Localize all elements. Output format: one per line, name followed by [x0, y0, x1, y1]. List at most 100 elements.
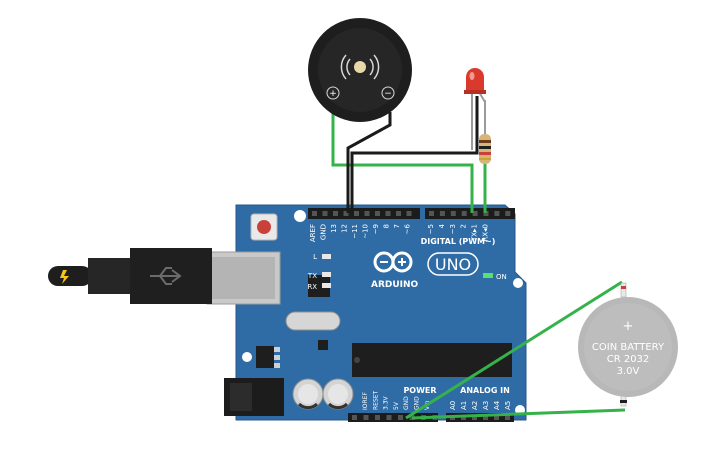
capacitor	[292, 378, 324, 410]
header-pin-hole	[450, 211, 456, 216]
wire-battery-positive	[405, 280, 623, 420]
power-pin-gnd: GND	[403, 396, 410, 410]
battery-label-line1: COIN BATTERY	[592, 342, 665, 353]
header-pin-hole	[375, 211, 380, 216]
svg-text:+: +	[329, 89, 337, 99]
mounting-hole	[513, 278, 523, 288]
header-pin-hole	[333, 211, 338, 216]
uno-badge: UNO	[427, 252, 479, 276]
header-pin-hole	[312, 211, 317, 216]
header-pin-hole	[505, 211, 511, 216]
digital-pin-3: ~3	[449, 224, 457, 234]
header-pin-hole	[375, 415, 380, 420]
digital-pin-4: 4	[438, 223, 446, 228]
buzzer-minus-terminal	[381, 86, 395, 100]
digital-pin-8: 8	[383, 224, 391, 228]
onboard-led-tx: TX	[307, 272, 331, 280]
digital-pin-11: ~11	[351, 224, 359, 239]
usb-port	[206, 251, 281, 305]
usb-controller-chip	[308, 275, 330, 297]
analog-pin-a3: A3	[482, 401, 490, 410]
analog-pin-a5: A5	[504, 401, 512, 410]
wire-buzzer-positive	[331, 112, 474, 213]
brand-label: ARDUINO	[371, 280, 419, 290]
analog-pin-a0: A0	[449, 401, 457, 410]
power-header-title: POWER	[403, 386, 436, 395]
digital-pin-rx0: RX◂0	[482, 224, 490, 242]
svg-text:RX: RX	[307, 283, 317, 291]
power-pin-ioref: IOREF	[362, 392, 369, 410]
piezo-buzzer[interactable]: + −	[308, 18, 412, 122]
header-pin-hole	[343, 211, 349, 216]
battery-label-line2: CR 2032	[607, 354, 650, 365]
onboard-led-rx: RX	[307, 283, 331, 291]
buzzer-plus-terminal	[326, 86, 340, 100]
power-pin-5v: 5V	[393, 401, 400, 410]
onboard-led-l: L	[313, 253, 331, 261]
digital-header	[308, 208, 515, 219]
header-pin-hole	[354, 211, 359, 216]
header-pin-hole	[385, 211, 391, 216]
analog-header-title: ANALOG IN	[460, 386, 510, 395]
digital-pin-7: 7	[393, 224, 401, 228]
lightning-icon	[60, 270, 69, 284]
coin-battery[interactable]: + COIN BATTERY CR 2032 3.0V	[578, 282, 678, 407]
mounting-hole	[242, 352, 252, 362]
header-pin-hole	[472, 211, 478, 216]
header-pin-hole	[505, 415, 510, 420]
header-pin-hole	[429, 211, 434, 216]
red-led[interactable]	[464, 68, 486, 150]
digital-pin-13: 13	[330, 224, 338, 233]
wire-battery-negative	[411, 408, 626, 420]
digital-pin-tx1: TX▸1	[471, 224, 479, 242]
reset-button[interactable]	[250, 213, 278, 241]
svg-text:ON: ON	[496, 273, 507, 281]
header-pin-hole	[386, 415, 392, 420]
mounting-hole	[294, 210, 306, 222]
digital-header-title: DIGITAL (PWM~)	[421, 237, 496, 246]
header-pin-hole	[494, 211, 500, 216]
wire-buzzer-ground	[346, 112, 392, 213]
digital-pin-10: ~10	[362, 224, 370, 239]
digital-pin-9: ~9	[372, 224, 380, 234]
usb-cable	[48, 248, 212, 304]
header-pin-hole	[396, 211, 401, 216]
analog-pin-a1: A1	[460, 401, 468, 410]
header-pin-hole	[461, 211, 467, 216]
crystal-oscillator	[285, 311, 341, 331]
svg-text:−: −	[384, 89, 392, 99]
voltage-regulator	[256, 346, 280, 368]
svg-text:L: L	[313, 253, 317, 261]
wires	[331, 96, 626, 420]
battery-polarity: +	[623, 319, 634, 334]
digital-pin-6: ~6	[404, 223, 412, 234]
atmega-microcontroller	[352, 343, 512, 377]
digital-pin-12: 12	[341, 224, 349, 233]
capacitor	[322, 378, 354, 410]
header-pin-hole	[483, 211, 489, 216]
digital-pin-aref: AREF	[309, 224, 317, 242]
header-pin-hole	[494, 415, 499, 420]
arduino-uno-board[interactable]: L TX RX ON ARDUINO UNO	[206, 204, 527, 422]
header-pin-hole	[483, 415, 488, 420]
resistor[interactable]	[479, 100, 491, 164]
digital-pin-gnd: GND	[320, 224, 328, 240]
svg-text:TX: TX	[307, 272, 317, 280]
header-pin-hole	[363, 415, 369, 420]
header-pin-hole	[406, 211, 412, 216]
small-chip	[318, 340, 328, 350]
digital-pin-5: ~5	[427, 224, 435, 234]
battery-label-line3: 3.0V	[617, 366, 640, 377]
analog-pin-a4: A4	[493, 400, 501, 410]
svg-text:UNO: UNO	[435, 255, 471, 274]
power-pin-gnd: GND	[414, 396, 421, 410]
digital-pin-2: 2	[460, 224, 468, 228]
header-pin-hole	[364, 211, 370, 216]
power-pin-33v: 3.3V	[383, 395, 390, 410]
header-pin-hole	[439, 211, 445, 216]
dc-power-jack	[224, 378, 284, 416]
wire-led-ground	[350, 96, 479, 213]
